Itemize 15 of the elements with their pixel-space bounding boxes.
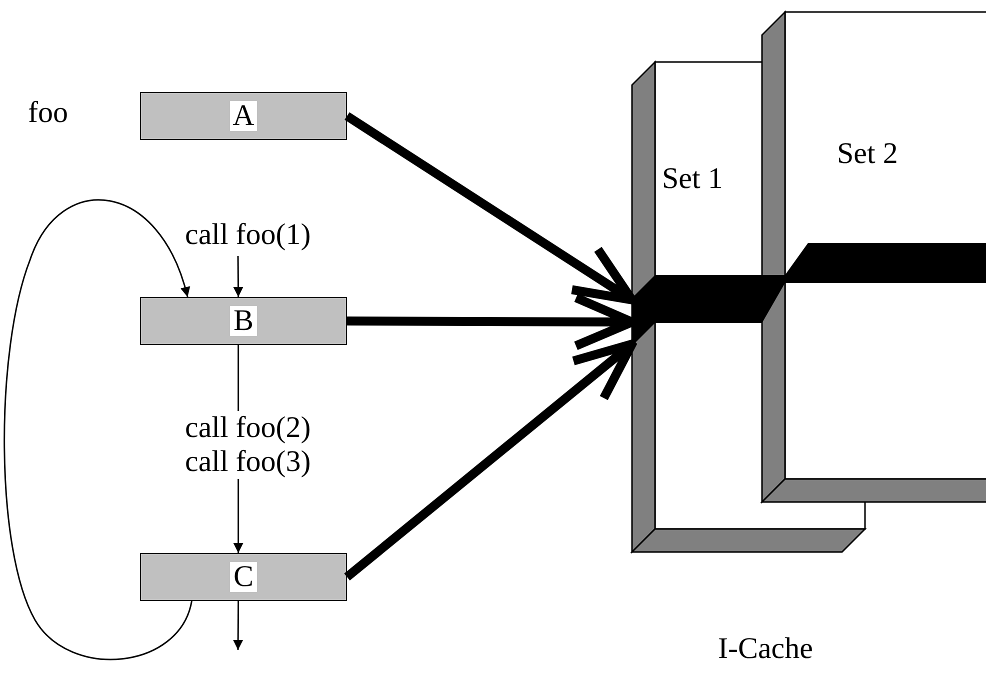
process-box bbox=[140, 92, 347, 140]
arrow bbox=[233, 601, 244, 650]
set-label: Set 2 bbox=[837, 137, 898, 171]
thick-arrow bbox=[344, 112, 636, 304]
function-name: foo bbox=[28, 96, 68, 130]
arrow bbox=[233, 256, 244, 297]
arrow bbox=[4, 199, 192, 660]
set-label: Set 1 bbox=[662, 162, 723, 196]
box-label: B bbox=[230, 306, 256, 336]
box-label: C bbox=[230, 562, 256, 592]
process-box bbox=[140, 297, 347, 345]
cache-label: I-Cache bbox=[718, 632, 813, 666]
box-label: A bbox=[230, 101, 258, 131]
process-box bbox=[140, 553, 347, 601]
thick-arrow bbox=[344, 340, 636, 580]
